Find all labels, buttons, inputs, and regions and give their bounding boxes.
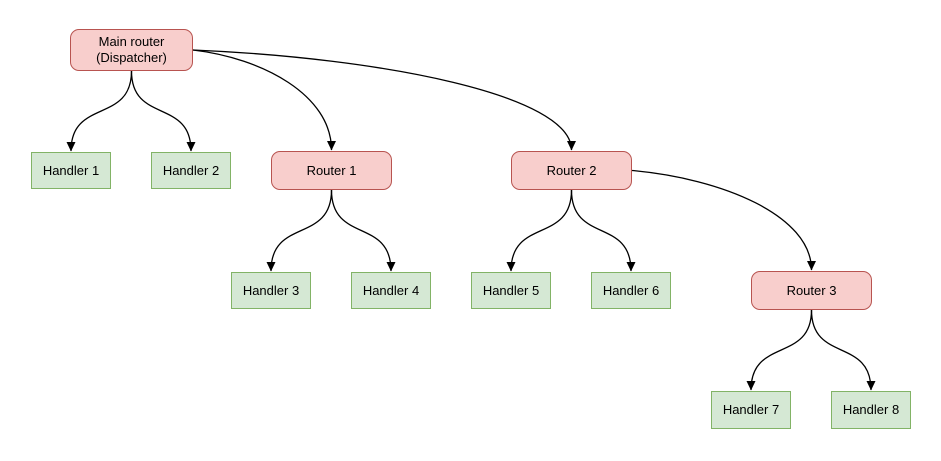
- node-handler3: Handler 3: [231, 272, 311, 309]
- node-label: (Dispatcher): [96, 50, 167, 65]
- node-label: Handler 2: [162, 162, 220, 178]
- node-handler7: Handler 7: [711, 391, 791, 429]
- edge-main-handler1: [66, 70, 133, 152]
- node-label: Main router: [98, 34, 165, 49]
- node-router1: Router 1: [271, 151, 392, 190]
- node-handler5: Handler 5: [471, 272, 551, 309]
- node-handler2: Handler 2: [151, 152, 231, 189]
- edge-router3-handler8: [810, 309, 876, 391]
- edge-main-router2: [192, 49, 576, 151]
- edge-router2-handler6: [570, 189, 636, 272]
- node-label: Handler 6: [602, 282, 660, 298]
- node-handler8: Handler 8: [831, 391, 911, 429]
- node-router2: Router 2: [511, 151, 632, 190]
- node-label: Handler 1: [42, 162, 100, 178]
- edge-main-router1: [192, 49, 336, 151]
- edge-router2-handler5: [506, 189, 573, 272]
- node-label: Router 3: [786, 282, 837, 298]
- node-label: Handler 7: [722, 402, 780, 417]
- edge-main-handler2: [130, 70, 196, 152]
- node-label: Handler 8: [842, 402, 900, 417]
- edges-group: [66, 49, 876, 391]
- node-main: Main router(Dispatcher): [70, 29, 193, 71]
- node-label: Handler 4: [362, 282, 420, 298]
- node-label: Router 2: [546, 162, 597, 178]
- edge-router1-handler4: [330, 189, 396, 272]
- node-handler6: Handler 6: [591, 272, 671, 309]
- node-handler1: Handler 1: [31, 152, 111, 189]
- edge-router2-router3: [631, 169, 816, 271]
- node-label: Handler 5: [482, 282, 540, 298]
- edge-router3-handler7: [746, 309, 813, 391]
- node-label: Handler 3: [242, 282, 300, 298]
- edge-router1-handler3: [266, 189, 333, 272]
- node-label: Router 1: [306, 162, 357, 178]
- node-handler4: Handler 4: [351, 272, 431, 309]
- node-router3: Router 3: [751, 271, 872, 310]
